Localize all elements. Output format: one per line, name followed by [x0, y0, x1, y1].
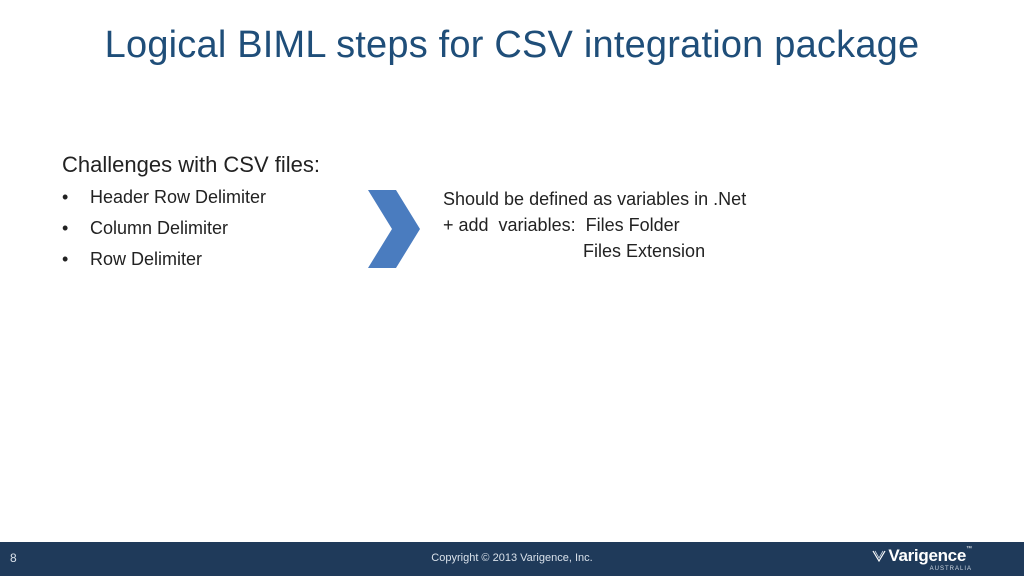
logo-text: Varigence	[888, 546, 966, 565]
logo-text-group: Varigence™ AUSTRALIA	[888, 546, 972, 573]
footer-bar: 8 Copyright © 2013 Varigence, Inc. Varig…	[0, 542, 1024, 576]
note-line: Should be defined as variables in .Net	[443, 189, 747, 209]
list-item-text: Column Delimiter	[90, 218, 229, 238]
slide-title: Logical BIML steps for CSV integration p…	[104, 24, 920, 66]
logo-wordmark: Varigence™	[888, 546, 972, 566]
challenges-block: Challenges with CSV files: • Header Row …	[62, 152, 362, 275]
varigence-logo: Varigence™ AUSTRALIA	[872, 546, 972, 574]
challenges-heading: Challenges with CSV files:	[62, 152, 321, 177]
challenges-list: • Header Row Delimiter • Column Delimite…	[62, 182, 362, 275]
chevron-right-icon	[368, 190, 420, 268]
list-item-text: Row Delimiter	[90, 249, 203, 269]
list-item-text: Header Row Delimiter	[90, 187, 267, 207]
bullet-icon: •	[62, 187, 69, 207]
note-line: + add variables: Files Folder	[443, 215, 680, 235]
list-item: • Column Delimiter	[62, 213, 362, 244]
list-item: • Header Row Delimiter	[62, 182, 362, 213]
logo-subtext: AUSTRALIA	[929, 566, 972, 572]
page-number: 8	[10, 551, 17, 565]
copyright-text: Copyright © 2013 Varigence, Inc.	[431, 552, 593, 564]
note-line: Files Extension	[443, 241, 706, 261]
logo-trademark: ™	[966, 546, 972, 552]
bullet-icon: •	[62, 249, 69, 269]
list-item: • Row Delimiter	[62, 244, 362, 275]
bullet-icon: •	[62, 218, 69, 238]
variables-note: Should be defined as variables in .Net +…	[443, 186, 843, 264]
logo-swoosh-icon	[872, 550, 886, 563]
